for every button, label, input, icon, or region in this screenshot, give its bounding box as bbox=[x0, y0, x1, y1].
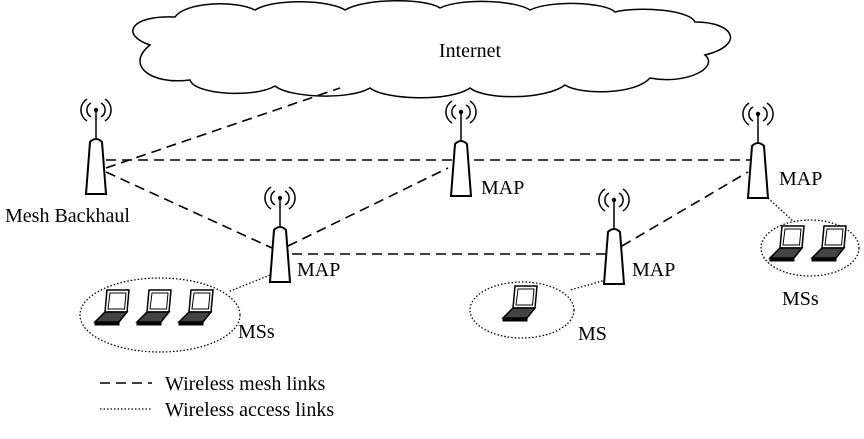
map-mid-label: MAP bbox=[632, 259, 675, 281]
access-link-right bbox=[767, 197, 795, 223]
cluster-right: MSs bbox=[760, 219, 860, 310]
access-links bbox=[227, 197, 795, 293]
mesh-link-backhaul-internet bbox=[105, 87, 341, 169]
map-right-label: MAP bbox=[779, 168, 822, 190]
map-left-tower bbox=[263, 186, 297, 283]
legend-mesh-label: Wireless mesh links bbox=[165, 373, 326, 395]
cluster-middle: MS bbox=[469, 281, 607, 345]
cluster-middle-label: MS bbox=[578, 323, 607, 345]
cluster-left-label: MSs bbox=[238, 321, 275, 343]
laptop-icon bbox=[769, 225, 805, 262]
laptop-icon bbox=[94, 289, 130, 326]
laptop-icon bbox=[811, 225, 847, 262]
map-left-label: MAP bbox=[297, 259, 340, 281]
access-link-middle bbox=[569, 279, 607, 291]
legend: Wireless mesh links Wireless access link… bbox=[100, 373, 334, 421]
cluster-right-label: MSs bbox=[782, 288, 819, 310]
mesh-links bbox=[105, 87, 750, 255]
map-center-tower bbox=[444, 100, 478, 197]
internet-label: Internet bbox=[439, 40, 502, 62]
internet-cloud: Internet bbox=[132, 0, 732, 99]
cluster-left: MSs bbox=[79, 277, 275, 353]
mesh-link-left-center bbox=[287, 167, 449, 247]
access-link-left bbox=[227, 274, 271, 293]
mesh-link-mid-right bbox=[621, 171, 749, 247]
legend-access-label: Wireless access links bbox=[165, 399, 334, 421]
map-center-label: MAP bbox=[481, 177, 524, 199]
laptop-icon bbox=[178, 289, 214, 326]
laptop-icon bbox=[502, 285, 538, 322]
map-right-tower bbox=[741, 102, 775, 199]
mesh-link-backhaul-left bbox=[105, 171, 273, 249]
laptop-icon bbox=[136, 289, 172, 326]
mesh-backhaul-tower bbox=[79, 98, 113, 195]
mesh-backhaul-label: Mesh Backhaul bbox=[5, 205, 130, 227]
map-mid-tower bbox=[597, 188, 631, 285]
